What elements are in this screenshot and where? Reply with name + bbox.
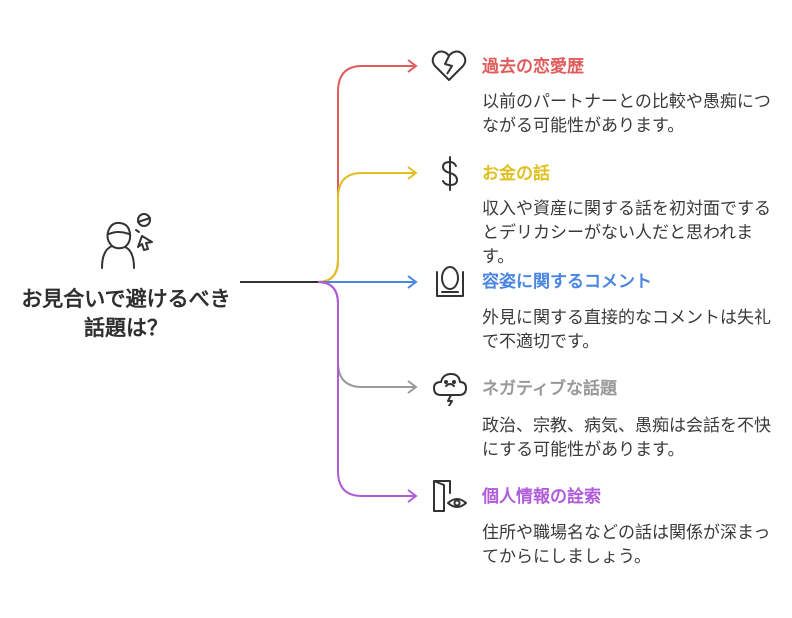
branch-arrow-2 (407, 166, 418, 180)
mirror-icon (436, 266, 464, 297)
door-eye-icon (433, 480, 467, 512)
dollar-icon (441, 156, 459, 191)
broken-heart-icon (431, 50, 467, 81)
branch-description-past-romance: 以前のパートナーとの比較や愚痴につながる可能性があります。 (482, 92, 771, 136)
branch-description-money: 収入や資産に関する話を初対面でするとデリカシーがない人だと思われます。 (482, 199, 771, 267)
branch-arrow-4 (407, 380, 418, 394)
branch-arrow-1 (407, 59, 418, 73)
branch-arrow-3 (407, 275, 418, 289)
branch-title-money: お金の話 (482, 164, 550, 184)
person-thinking-icon (101, 213, 153, 269)
branch-description-personal-info: 住所や職場名などの話は関係が深まってからにしましょう。 (482, 523, 771, 567)
branch-line-5 (317, 281, 414, 497)
branch-title-negative-topics: ネガティブな話題 (482, 379, 617, 399)
branch-line-2 (317, 172, 414, 283)
branch-line-4 (317, 281, 414, 388)
branch-description-appearance: 外見に関する直接的なコメントは失礼で不適切です。 (482, 308, 771, 352)
branch-arrow-5 (407, 489, 418, 503)
branch-title-personal-info: 個人情報の詮索 (482, 487, 601, 507)
storm-cloud-icon (433, 373, 467, 406)
branch-description-negative-topics: 政治、宗教、病気、愚痴は会話を不快にする可能性があります。 (482, 416, 771, 460)
root-title: お見合いで避けるべき話題は？ (21, 287, 231, 340)
branch-title-past-romance: 過去の恋愛歴 (482, 57, 584, 77)
branch-title-appearance: 容姿に関するコメント (482, 272, 652, 292)
